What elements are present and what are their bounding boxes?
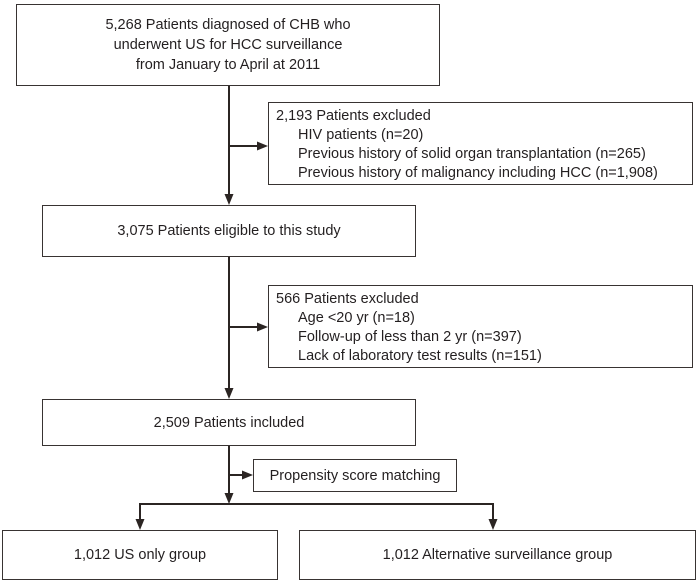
arrow-right-icon: [257, 141, 268, 151]
connector-split-to-alt-group: [488, 503, 498, 530]
alternative-surveillance-group-label: 1,012 Alternative surveillance group: [382, 547, 613, 563]
diagnosed-line-1: 5,268 Patients diagnosed of CHB who: [105, 17, 351, 33]
flow-box-eligible: 3,075 Patients eligible to this study: [42, 205, 416, 257]
excluded-2-item-2: Follow-up of less than 2 yr (n=397): [298, 329, 522, 345]
connector-split-to-us-group: [135, 503, 145, 530]
flow-box-excluded-1: 2,193 Patients excluded HIV patients (n=…: [268, 102, 693, 185]
eligible-label: 3,075 Patients eligible to this study: [117, 223, 341, 239]
excluded-1-title: 2,193 Patients excluded: [276, 108, 431, 124]
connector-branch-excluded1: [228, 141, 268, 151]
flow-box-alternative-surveillance-group: 1,012 Alternative surveillance group: [299, 530, 696, 580]
flow-box-diagnosed: 5,268 Patients diagnosed of CHB who unde…: [16, 4, 440, 86]
arrow-down-icon: [488, 519, 498, 530]
connector-top-to-eligible: [224, 85, 234, 205]
excluded-1-item-1: HIV patients (n=20): [298, 127, 424, 143]
connector-branch-excluded2: [228, 322, 268, 332]
excluded-1-item-3: Previous history of malignancy including…: [298, 165, 658, 181]
us-only-group-label: 1,012 US only group: [73, 547, 207, 563]
diagnosed-line-3: from January to April at 2011: [135, 57, 321, 73]
included-label: 2,509 Patients included: [153, 414, 305, 431]
arrow-right-icon: [257, 322, 268, 332]
connector-branch-matching: [228, 470, 253, 480]
arrow-down-icon: [135, 519, 145, 530]
flow-box-propensity-matching: Propensity score matching: [253, 459, 457, 492]
arrow-right-icon: [242, 470, 253, 480]
excluded-2-item-1: Age <20 yr (n=18): [298, 310, 415, 326]
excluded-2-title: 566 Patients excluded: [276, 291, 419, 307]
propensity-matching-label: Propensity score matching: [269, 467, 441, 484]
excluded-1-item-2: Previous history of solid organ transpla…: [298, 146, 646, 162]
arrow-down-icon: [224, 194, 234, 205]
diagnosed-line-2: underwent US for HCC surveillance: [113, 37, 343, 53]
connector-included-to-split: [224, 445, 234, 504]
excluded-2-item-3: Lack of laboratory test results (n=151): [298, 348, 542, 364]
arrow-down-icon: [224, 388, 234, 399]
flow-box-excluded-2: 566 Patients excluded Age <20 yr (n=18) …: [268, 285, 693, 368]
flow-box-us-only-group: 1,012 US only group: [2, 530, 278, 580]
connector-eligible-to-included: [224, 256, 234, 399]
arrow-down-icon: [224, 493, 234, 504]
flow-box-included: 2,509 Patients included: [42, 399, 416, 446]
